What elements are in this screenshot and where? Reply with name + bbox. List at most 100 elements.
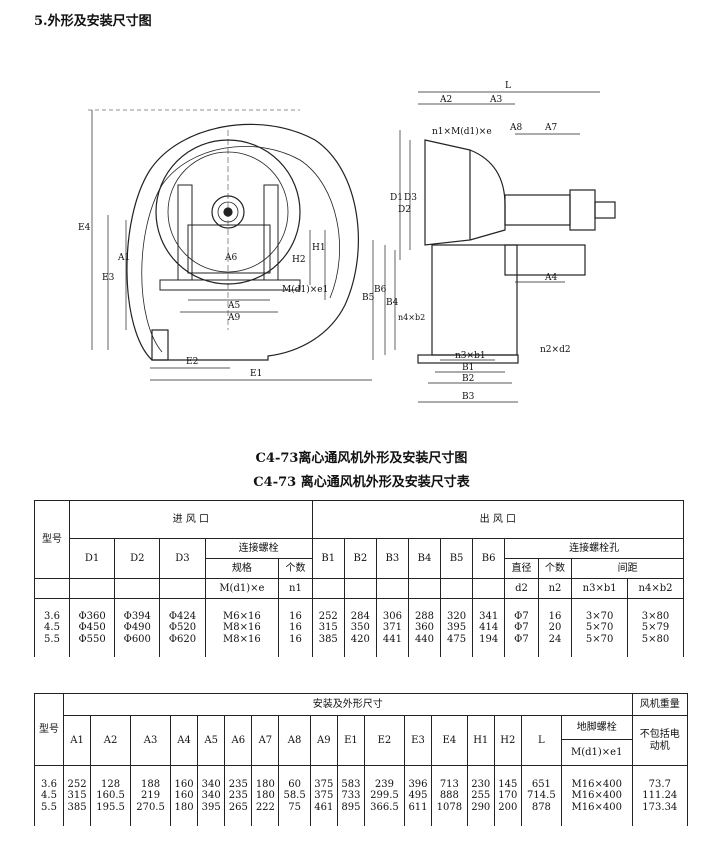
cell-value: 16 bbox=[548, 610, 562, 622]
col-values-18: 73.7 111.24 173.34 bbox=[631, 765, 689, 826]
cell-value: 145 bbox=[498, 778, 518, 790]
label-b1: B1 bbox=[462, 363, 474, 373]
cell-value: 713 bbox=[439, 778, 459, 790]
cell-value: 315 bbox=[318, 622, 338, 633]
cell-value: 495 bbox=[408, 790, 428, 801]
cell-value: 252 bbox=[67, 778, 87, 790]
col-values-12: 396 495 611 bbox=[403, 765, 433, 826]
inlet-outlet-table: 型号 进 风 口 出 风 口 D1 D2 D3 连接螺栓 B1 B2 B3 B4… bbox=[34, 500, 685, 657]
n2-values: 16 20 24 bbox=[537, 598, 573, 657]
section-title: 5.外形及安装尺寸图 bbox=[34, 14, 152, 29]
cell-value: 340 bbox=[201, 778, 221, 790]
cell-value: M16×400 bbox=[571, 801, 622, 813]
col-a3: A3 bbox=[130, 715, 172, 766]
cell-value: 371 bbox=[382, 622, 402, 633]
col-b5: B5 bbox=[440, 538, 474, 579]
col-model: 型号 bbox=[34, 693, 64, 766]
cell-value: 5×70 bbox=[585, 622, 614, 633]
cell-value: 230 bbox=[471, 778, 491, 790]
cell-value: 420 bbox=[350, 633, 370, 645]
volute-housing bbox=[126, 123, 359, 361]
figure-caption: C4-73离心通风机外形及安装尺寸图 bbox=[255, 451, 468, 466]
col-e2: E2 bbox=[363, 715, 405, 766]
label-e2: E2 bbox=[186, 357, 198, 367]
cell-value: 75 bbox=[288, 801, 301, 813]
label-b2: B2 bbox=[462, 374, 474, 384]
cell-value: 341 bbox=[479, 610, 499, 622]
col-values-17: M16×400 M16×400 M16×400 bbox=[560, 765, 633, 826]
label-d3: D3 bbox=[404, 193, 417, 203]
cell-value: 5.5 bbox=[41, 801, 57, 813]
blank-cell bbox=[440, 578, 474, 599]
cell-value: Φ7 bbox=[514, 610, 529, 622]
col-values-7: 180 180 222 bbox=[251, 765, 280, 826]
cell-value: 441 bbox=[382, 633, 402, 645]
motor-coupling bbox=[569, 189, 596, 231]
cell-value: 20 bbox=[548, 622, 562, 633]
cell-value: 375 bbox=[314, 778, 334, 790]
col-a6: A6 bbox=[224, 715, 253, 766]
label-b3: B3 bbox=[462, 392, 475, 402]
label-a8: A8 bbox=[509, 123, 522, 133]
blank-cell bbox=[311, 578, 345, 599]
blank-cell bbox=[407, 578, 442, 599]
cell-value: Φ450 bbox=[78, 622, 106, 633]
cell-value: 222 bbox=[255, 801, 275, 813]
cell-value: 385 bbox=[67, 801, 87, 813]
d2-diameter-values: Φ7 Φ7 Φ7 bbox=[504, 598, 539, 657]
cell-value: Φ520 bbox=[168, 622, 197, 633]
col-values-14: 230 255 290 bbox=[466, 765, 495, 826]
cell-value: 239 bbox=[374, 778, 394, 790]
cell-value: 583 bbox=[341, 778, 361, 790]
col-b3: B3 bbox=[375, 538, 409, 579]
volute-inner bbox=[141, 146, 340, 353]
col-spec: 规格 bbox=[204, 558, 280, 579]
housing-side bbox=[431, 244, 518, 356]
col-a5: A5 bbox=[197, 715, 226, 766]
cell-value: 3.6 bbox=[41, 778, 57, 790]
cell-value: 219 bbox=[141, 790, 161, 801]
cell-value: 194 bbox=[479, 633, 499, 645]
cell-value: 5×79 bbox=[641, 622, 670, 633]
cell-value: 195.5 bbox=[96, 801, 125, 813]
cell-value: 895 bbox=[341, 801, 361, 813]
d2-values: Φ394 Φ490 Φ600 bbox=[114, 598, 161, 657]
cell-value: 611 bbox=[408, 801, 428, 813]
col-values-1: 252 315 385 bbox=[62, 765, 92, 826]
cell-value: Φ360 bbox=[78, 610, 106, 622]
d3-values: Φ424 Φ520 Φ620 bbox=[159, 598, 206, 657]
b1-values: 252 315 385 bbox=[311, 598, 345, 657]
b6-values: 341 414 194 bbox=[472, 598, 506, 657]
label-nb1: n3×b1 bbox=[455, 351, 486, 361]
label-h1: H1 bbox=[312, 243, 326, 253]
cell-value: 350 bbox=[350, 622, 370, 633]
n3b1-values: 3×70 5×70 5×70 bbox=[571, 598, 629, 657]
col-a2: A2 bbox=[90, 715, 132, 766]
cell-value: 340 bbox=[201, 790, 221, 801]
col-d3: D3 bbox=[159, 538, 206, 579]
col-a1: A1 bbox=[62, 715, 92, 766]
cell-value: 284 bbox=[350, 610, 370, 622]
col-e4: E4 bbox=[431, 715, 468, 766]
blank-cell bbox=[159, 578, 206, 599]
cell-value: Φ7 bbox=[514, 633, 529, 645]
inlet-cone bbox=[424, 139, 471, 246]
col-count2: 个数 bbox=[537, 558, 573, 579]
cell-value: 414 bbox=[479, 622, 499, 633]
cell-value: M6×16 bbox=[223, 610, 261, 622]
blank-cell bbox=[34, 578, 70, 599]
cell-value: 24 bbox=[548, 633, 562, 645]
table-caption: C4-73 离心通风机外形及安装尺寸表 bbox=[253, 475, 470, 490]
col-diameter: 直径 bbox=[504, 558, 539, 579]
cell-value: 235 bbox=[228, 778, 248, 790]
shaft-bearing bbox=[504, 194, 571, 226]
fan-outline-drawing: E4 E3 A1 H1 H2 A6 A5 A9 M(d1)×e1 E2 E1 L… bbox=[78, 81, 616, 403]
label-n2d2: n2×d2 bbox=[540, 345, 571, 355]
cell-value: 288 bbox=[414, 610, 435, 622]
cell-value: 160 bbox=[174, 790, 194, 801]
spec-values: M6×16 M8×16 M8×16 bbox=[204, 598, 280, 657]
cell-value: 111.24 bbox=[642, 790, 678, 801]
cell-value: M8×16 bbox=[223, 633, 261, 645]
weight-note: 不包括电 动机 bbox=[631, 715, 689, 766]
label-bolt: M(d1)×e1 bbox=[282, 284, 328, 295]
